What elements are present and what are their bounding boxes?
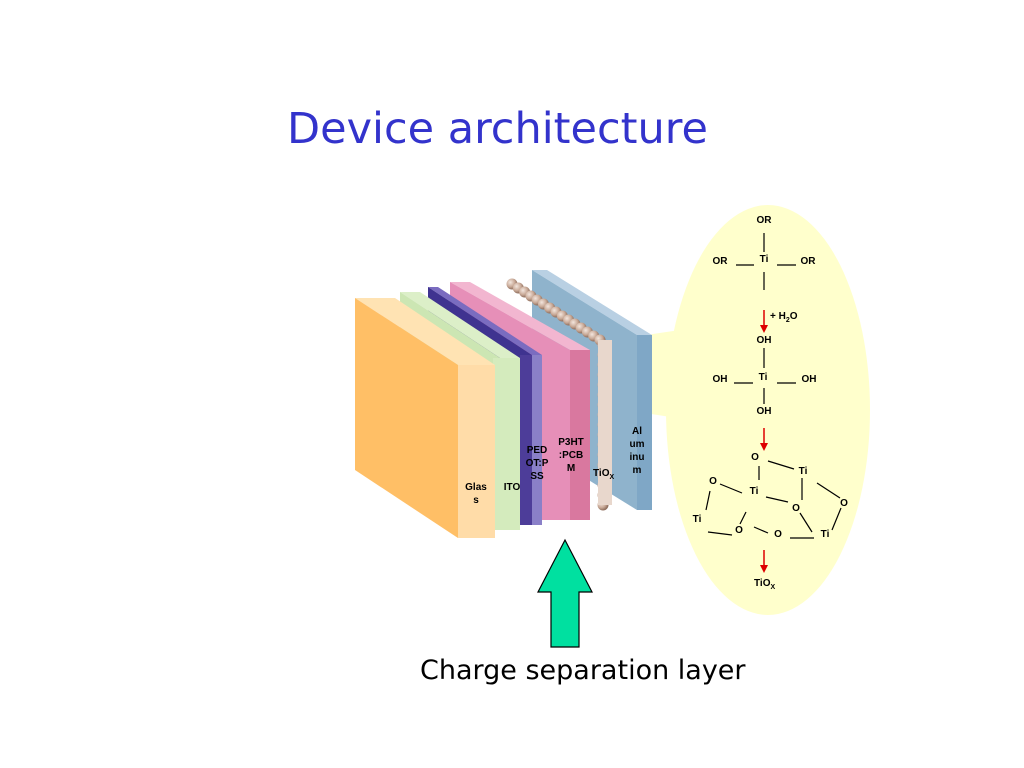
caption: Charge separation layer	[420, 655, 746, 686]
glass-label-line2: s	[473, 495, 479, 506]
network-ti4: Ti	[821, 529, 830, 540]
network-ti1: Ti	[799, 466, 808, 477]
titanium-alkoxide	[736, 233, 796, 290]
aluminum-label-line2: um	[630, 439, 645, 450]
network-o6: O	[774, 529, 782, 540]
light-arrow-icon	[537, 538, 593, 648]
layer-labels: Glas s ITO PED OT:P SS P3HT :PCB M TiOX …	[465, 426, 644, 506]
network-o1: O	[751, 452, 759, 463]
titanium-hydroxide	[734, 348, 796, 404]
aluminum-label-line1: Al	[632, 426, 642, 437]
alkoxide-left: OR	[713, 256, 729, 267]
tiox-layer-label: TiOX	[593, 468, 614, 481]
hydroxide-top: OH	[757, 335, 772, 346]
hydroxide-right: OH	[802, 374, 817, 385]
hydroxide-bottom: OH	[757, 406, 772, 417]
network-o2: O	[709, 476, 717, 487]
tiox-layer-edge	[598, 340, 612, 505]
callout-ellipse	[666, 205, 870, 615]
hydroxide-left: OH	[713, 374, 728, 385]
hydroxide-ti: Ti	[759, 372, 768, 383]
pedot-label-line2: OT:P	[526, 458, 549, 469]
alkoxide-ti: Ti	[760, 254, 769, 265]
alkoxide-right: OR	[801, 256, 817, 267]
reaction-arrow-2	[760, 428, 768, 451]
network-o4: O	[840, 498, 848, 509]
slide-title: Device architecture	[287, 104, 708, 154]
pedot-label-line1: PED	[527, 445, 548, 456]
aluminum-label-line4: m	[633, 465, 642, 476]
ito-label: ITO	[504, 482, 521, 493]
p3ht-label-line2: :PCB	[559, 450, 583, 461]
product-tiox: TiOX	[754, 578, 775, 591]
network-o5: O	[735, 525, 743, 536]
pedot-label-line3: SS	[530, 471, 544, 482]
aluminum-label-line3: inu	[630, 452, 645, 463]
water-reagent: + H2O	[770, 311, 798, 324]
reaction-arrow-3	[760, 550, 768, 573]
p3ht-label-line1: P3HT	[558, 437, 584, 448]
reaction-arrow-1	[760, 310, 768, 333]
alkoxide-top: OR	[757, 215, 773, 226]
network-ti2: Ti	[750, 486, 759, 497]
titanium-oxide-network	[705, 460, 842, 539]
p3ht-label-line3: M	[567, 463, 575, 474]
glass-label-line1: Glas	[465, 482, 487, 493]
glass-layer	[355, 298, 495, 538]
network-ti3: Ti	[693, 514, 702, 525]
network-o3: O	[792, 503, 800, 514]
